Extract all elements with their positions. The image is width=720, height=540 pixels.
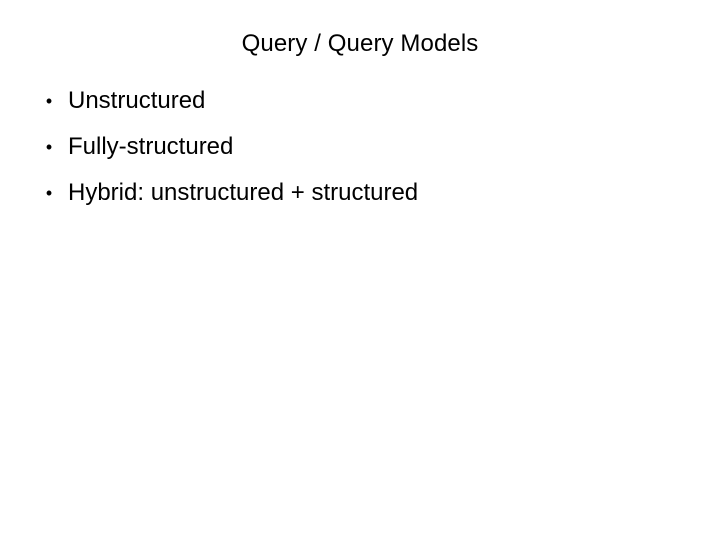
bullet-list: • Unstructured • Fully-structured • Hybr… (36, 84, 696, 222)
bullet-dot-icon: • (45, 183, 53, 203)
list-item-label: Unstructured (68, 87, 206, 114)
list-item-label: Fully-structured (68, 133, 234, 160)
bullet-dot-icon: • (45, 137, 53, 157)
list-item-label: Hybrid: unstructured + structured (68, 179, 419, 206)
slide-title: Query / Query Models (241, 30, 479, 57)
list-item: • Hybrid: unstructured + structured (36, 176, 696, 222)
list-item: • Unstructured (36, 84, 696, 130)
list-item: • Fully-structured (36, 130, 696, 176)
bullet-dot-icon: • (45, 91, 53, 111)
